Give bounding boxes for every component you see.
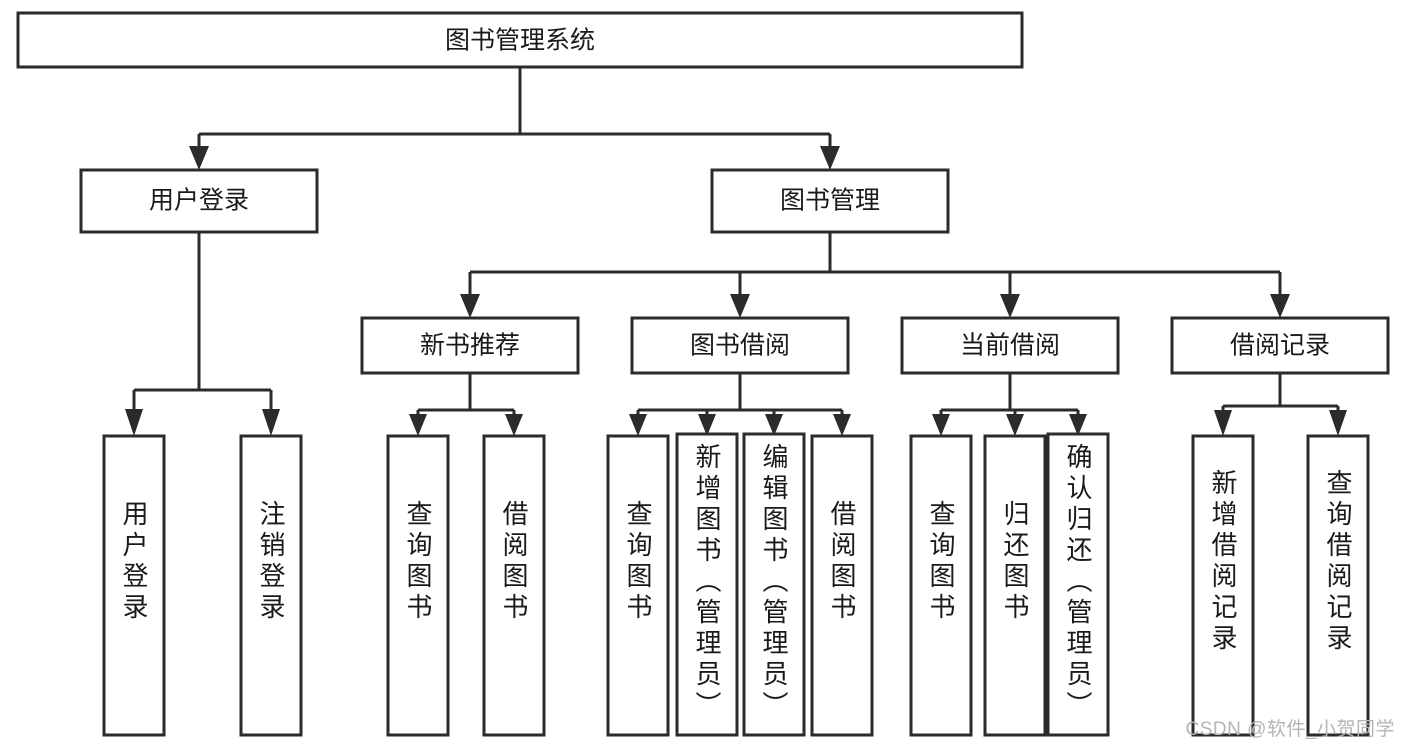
- leaf-label-query-book-3: 查询图书: [926, 500, 956, 624]
- leaf-label-query-record: 查询借阅记录: [1323, 469, 1353, 655]
- leaf-label-add-record: 新增借阅记录: [1208, 469, 1238, 655]
- arrow-head-leaf-user-login: [125, 409, 143, 436]
- node-new-book-rec-label: 新书推荐: [420, 332, 520, 360]
- leaf-box-add-record[interactable]: [1191, 434, 1255, 737]
- leaf-box-borrow-book-1[interactable]: [482, 434, 546, 737]
- leaf-label-confirm-return: 确认归还（管理员）: [1063, 443, 1093, 722]
- node-new-book-rec-box[interactable]: [360, 316, 580, 375]
- arrow-head-borrow-record: [1270, 294, 1290, 318]
- connector-group-borrow-record: [1214, 373, 1347, 436]
- arrow-head-new-book-rec: [460, 294, 480, 318]
- arrow-head-book-manage: [820, 146, 840, 170]
- arrow-head-book-borrow: [730, 294, 750, 318]
- arrow-head-user-login: [189, 146, 209, 170]
- arrow-head-leaf-add-record: [1214, 410, 1232, 436]
- node-user-login[interactable]: 用户登录: [79, 168, 319, 234]
- node-book-manage-box[interactable]: [710, 168, 950, 234]
- leaf-box-query-book-2[interactable]: [606, 434, 670, 737]
- connector-group-new-book-rec: [409, 373, 523, 436]
- arrow-head-leaf-logout: [262, 409, 280, 436]
- leaf-label-user-login: 用户登录: [119, 500, 149, 624]
- node-user-login-label: 用户登录: [149, 187, 249, 215]
- leaf-box-edit-book[interactable]: [742, 432, 806, 737]
- node-root-system[interactable]: 图书管理系统: [16, 11, 1024, 69]
- leaf-box-borrow-book-2[interactable]: [810, 434, 874, 737]
- node-new-book-rec[interactable]: 新书推荐: [360, 316, 580, 375]
- node-book-manage[interactable]: 图书管理: [710, 168, 950, 234]
- arrow-head-leaf-add-book: [698, 414, 716, 436]
- arrow-head-leaf-confirm-return: [1069, 414, 1087, 436]
- leaf-label-logout: 注销登录: [256, 500, 286, 624]
- node-user-login-box[interactable]: [79, 168, 319, 234]
- node-book-borrow-label: 图书借阅: [690, 332, 790, 360]
- connector-group-current-borrow: [932, 373, 1087, 436]
- leaf-box-query-book-3[interactable]: [909, 434, 973, 737]
- connector-group-root: [189, 67, 840, 170]
- node-book-borrow[interactable]: 图书借阅: [630, 316, 850, 375]
- arrow-head-leaf-query-record: [1329, 410, 1347, 436]
- csdn-watermark: CSDN @软件_小贺同学: [1185, 719, 1395, 740]
- leaf-label-borrow-book-2: 借阅图书: [827, 500, 857, 624]
- leaf-label-borrow-book-1: 借阅图书: [499, 500, 529, 624]
- leaf-label-query-book-2: 查询图书: [623, 500, 653, 624]
- node-current-borrow-box[interactable]: [900, 316, 1120, 375]
- node-root-label: 图书管理系统: [445, 27, 595, 55]
- leaf-box-confirm-return[interactable]: [1046, 432, 1110, 737]
- leaf-box-return-book[interactable]: [983, 434, 1047, 737]
- arrow-head-leaf-edit-book: [765, 414, 783, 436]
- leaf-box-query-book-1[interactable]: [386, 434, 450, 737]
- arrow-head-current-borrow: [1000, 294, 1020, 318]
- leaf-label-edit-book: 编辑图书（管理员）: [759, 443, 789, 722]
- node-root-box[interactable]: [16, 11, 1024, 69]
- leaf-box-add-book[interactable]: [675, 432, 739, 737]
- node-borrow-record-label: 借阅记录: [1230, 332, 1330, 360]
- leaf-label-query-book-1: 查询图书: [403, 500, 433, 624]
- connector-group-book-borrow: [629, 373, 851, 436]
- leaf-box-user-login[interactable]: [102, 434, 166, 737]
- arrow-head-leaf-query-book-2: [629, 414, 647, 436]
- node-borrow-record[interactable]: 借阅记录: [1170, 316, 1390, 375]
- leaf-box-query-record[interactable]: [1306, 434, 1370, 737]
- node-book-borrow-box[interactable]: [630, 316, 850, 375]
- leaf-box-group: [102, 432, 1370, 737]
- connector-group-user-login: [125, 232, 280, 436]
- connector-group-book-manage: [460, 232, 1290, 318]
- node-borrow-record-box[interactable]: [1170, 316, 1390, 375]
- leaf-label-add-book: 新增图书（管理员）: [692, 443, 722, 722]
- arrow-head-leaf-borrow-book-2: [833, 414, 851, 436]
- leaf-box-logout[interactable]: [239, 434, 303, 737]
- arrow-head-leaf-return-book: [1006, 414, 1024, 436]
- node-current-borrow[interactable]: 当前借阅: [900, 316, 1120, 375]
- arrow-head-leaf-query-book-3: [932, 414, 950, 436]
- node-book-manage-label: 图书管理: [780, 187, 880, 215]
- arrow-head-leaf-query-book-1: [409, 414, 427, 436]
- arrow-head-leaf-borrow-book-1: [505, 414, 523, 436]
- leaf-label-return-book: 归还图书: [1000, 500, 1030, 624]
- node-current-borrow-label: 当前借阅: [960, 332, 1060, 360]
